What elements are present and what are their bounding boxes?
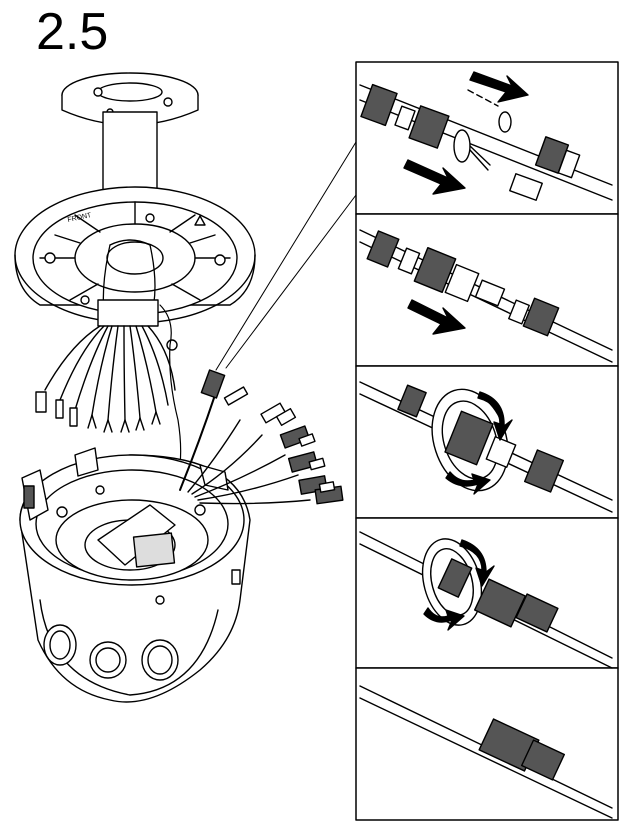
rotate-arrow-icon (423, 607, 465, 631)
cable-bundle (35, 239, 188, 475)
arrow-right-icon (403, 159, 466, 195)
mount-plate (61, 72, 199, 208)
cable-connectors (179, 369, 344, 505)
rotate-arrow-icon (477, 391, 513, 441)
callout-lines (215, 141, 357, 371)
panel-4-content (359, 531, 613, 669)
arrow-right-icon (469, 71, 529, 103)
camera-dome (19, 447, 251, 703)
rotate-arrow-icon (445, 471, 491, 495)
mount-base: FRONT (14, 186, 256, 324)
panel-3-content (359, 381, 613, 513)
panel-5-content (359, 685, 613, 819)
panel-1 (355, 61, 619, 215)
step-number: 2.5 (36, 3, 109, 61)
panel-2-content (359, 229, 613, 363)
panel-1-content (359, 71, 613, 201)
rotate-arrow-icon (459, 539, 495, 587)
arrow-right-icon (407, 299, 466, 335)
